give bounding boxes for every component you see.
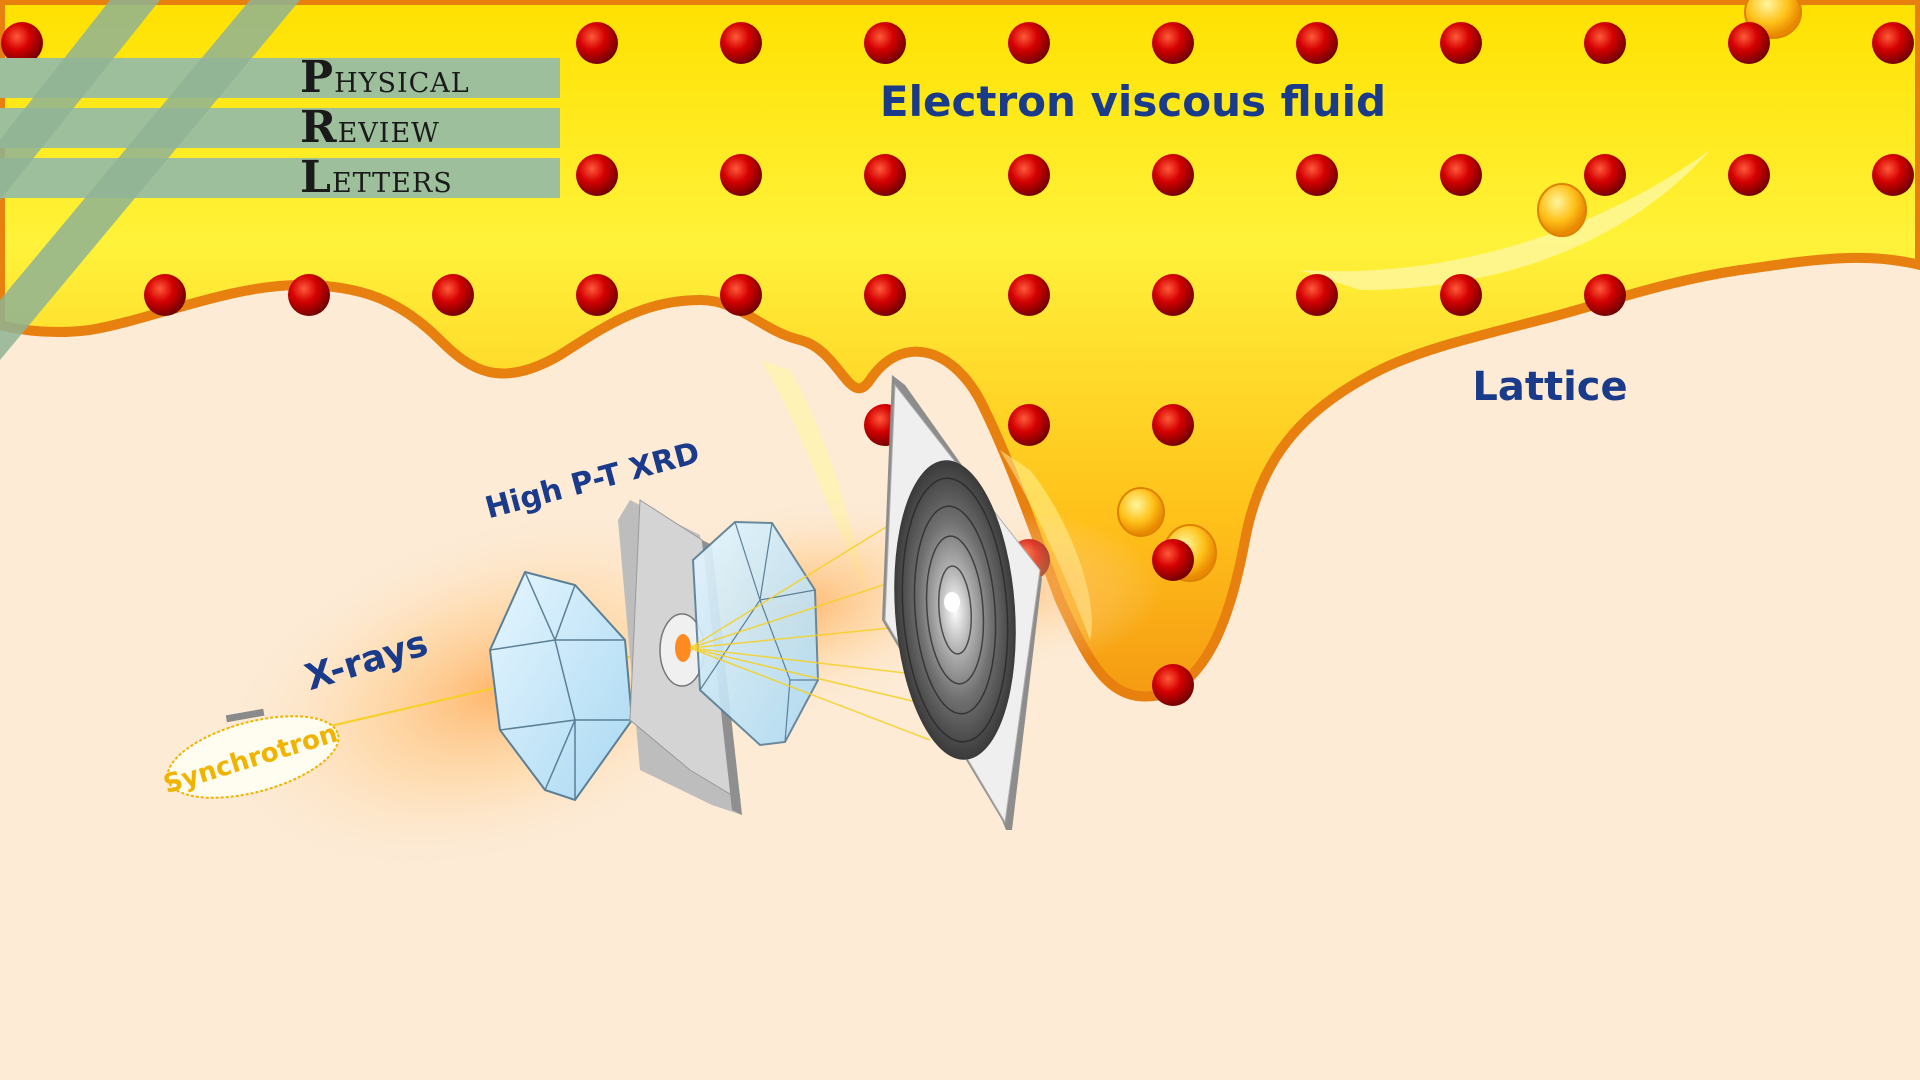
lattice-atom (864, 22, 906, 64)
lattice-atom (1872, 154, 1914, 196)
fluid-highlight (1300, 150, 1710, 290)
lattice-atom (1008, 404, 1050, 446)
journal-logo-bar: Review (0, 102, 560, 153)
right-diamond-anvil (691, 520, 820, 747)
lattice-atom (1296, 154, 1338, 196)
lattice-atom (1152, 404, 1194, 446)
lattice-atom (1584, 274, 1626, 316)
left-diamond-anvil (488, 570, 634, 802)
lattice-atom (1728, 154, 1770, 196)
journal-logo-stripes (0, 0, 300, 360)
lattice-atom (720, 22, 762, 64)
journal-word: Review (300, 102, 440, 153)
lattice-label: Lattice (1472, 364, 1627, 410)
lattice-atom (1440, 22, 1482, 64)
lattice-atom (1152, 154, 1194, 196)
lattice-atom (1296, 22, 1338, 64)
lattice-atom (864, 274, 906, 316)
lattice-atom (1728, 22, 1770, 64)
sample-chamber (675, 634, 691, 662)
lattice-atom (864, 154, 906, 196)
lattice-atom (1584, 154, 1626, 196)
lattice-atom (1152, 22, 1194, 64)
gasket-plate (618, 499, 742, 815)
journal-word: Physical (300, 52, 470, 103)
journal-word: Letters (300, 152, 453, 203)
lattice-atom (576, 154, 618, 196)
lattice-atom (288, 274, 330, 316)
lattice-atom (1440, 274, 1482, 316)
lattice-atom (720, 154, 762, 196)
lattice-atom (1872, 22, 1914, 64)
lattice-atom (576, 274, 618, 316)
lattice-atom (432, 274, 474, 316)
droplet (1117, 487, 1165, 537)
lattice-atom (1152, 664, 1194, 706)
lattice-atom (144, 274, 186, 316)
fluid-label: Electron viscous fluid (880, 77, 1386, 126)
lattice-atom (1152, 274, 1194, 316)
lattice-atom (1152, 539, 1194, 581)
lattice-atom (1, 22, 43, 64)
droplet (1537, 183, 1587, 237)
lattice-atom (1008, 22, 1050, 64)
synchrotron-source (166, 708, 340, 799)
lattice-atom (576, 22, 618, 64)
xrd-detector (882, 375, 1042, 830)
lattice-atom (1296, 274, 1338, 316)
lattice-atom (1584, 22, 1626, 64)
lattice-atom (1008, 274, 1050, 316)
lattice-atom (1008, 154, 1050, 196)
lattice-atom (720, 274, 762, 316)
lattice-atom (1440, 154, 1482, 196)
